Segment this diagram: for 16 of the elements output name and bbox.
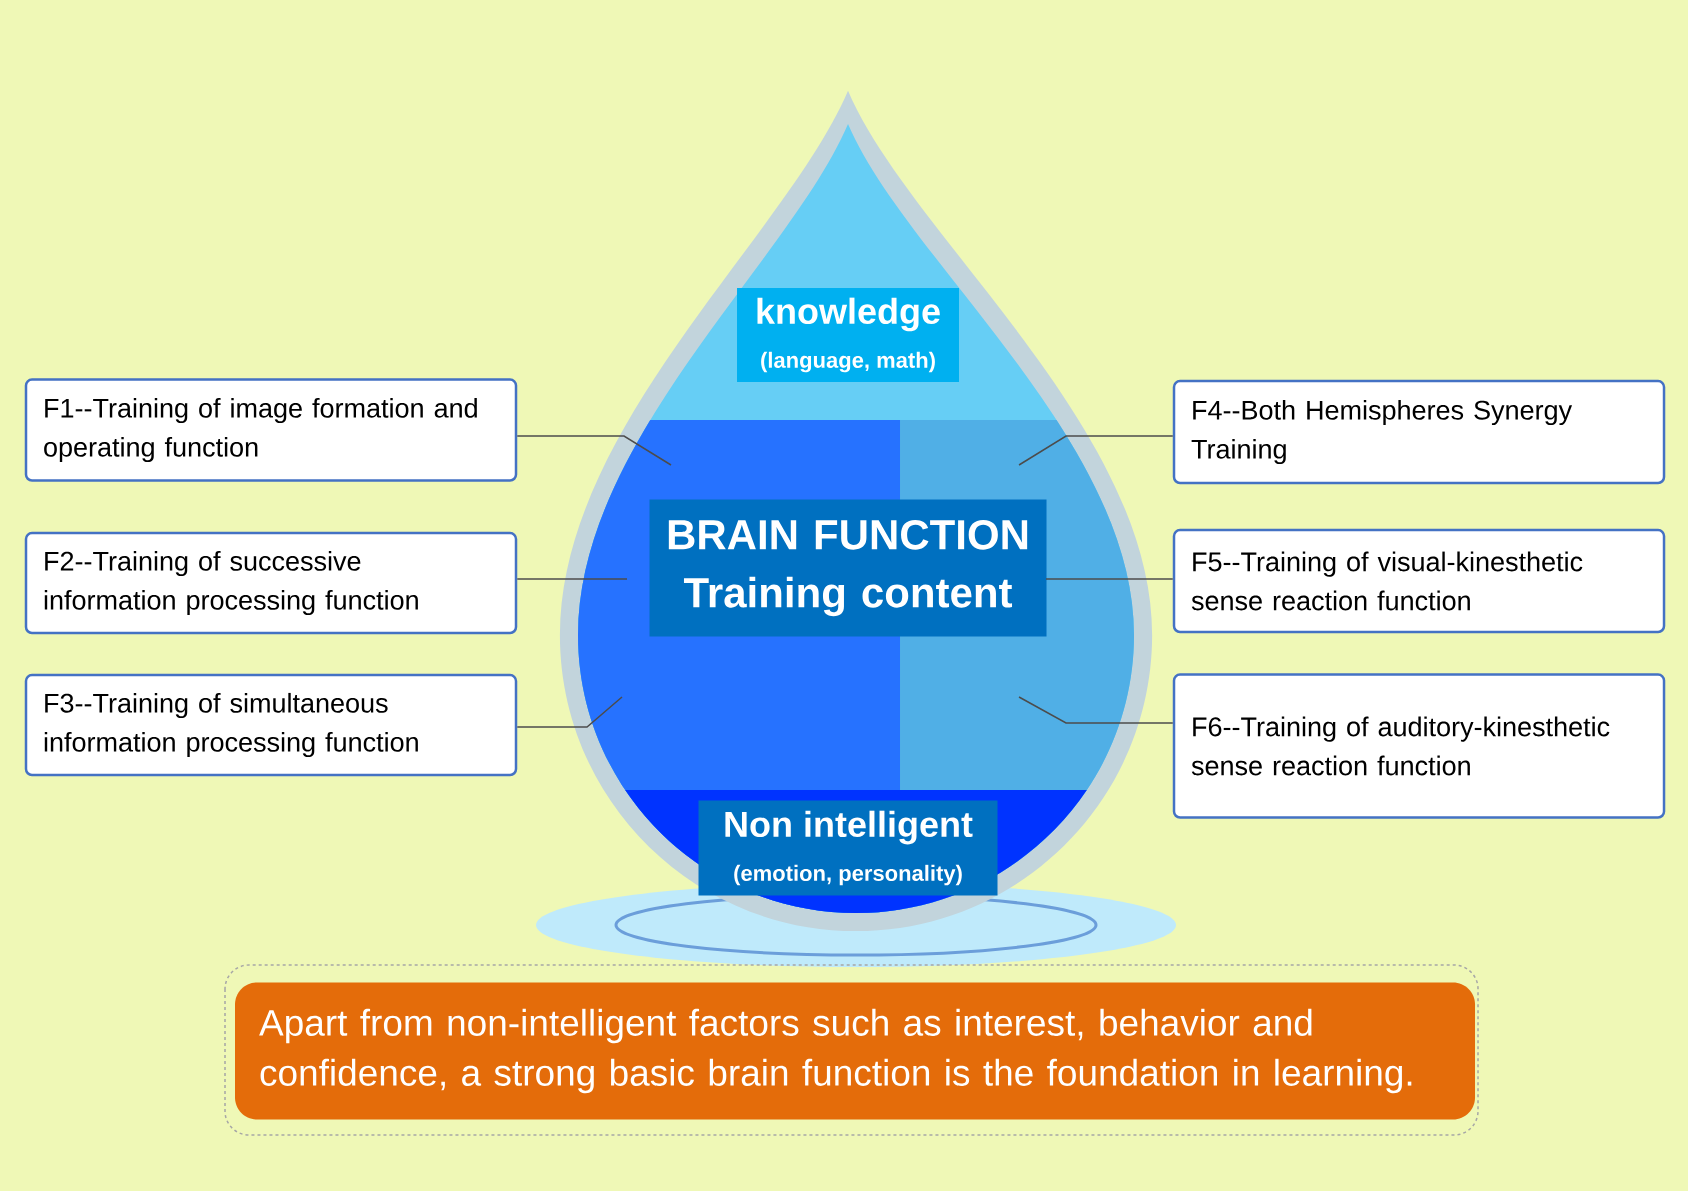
leader-line: [1018, 696, 1174, 724]
leader-line: [516, 696, 623, 728]
label-box: BRAIN FUNCTION Training content: [649, 499, 1047, 637]
function-box: F5--Training of visual-kinesthetic sense reaction function: [1172, 528, 1666, 634]
function-box: F1--Training of image formation and operating function: [24, 378, 518, 482]
function-box: F4--Both Hemispheres Synergy Training: [1172, 379, 1666, 485]
leader-line: [516, 578, 628, 580]
leader-line: [1045, 578, 1174, 580]
function-box: F2--Training of successive information processing function: [24, 531, 518, 635]
function-box: F3--Training of simultaneous information processing function: [24, 673, 518, 777]
function-box: F6--Training of auditory-kinesthetic sense reaction function: [1172, 673, 1666, 819]
leader-line: [516, 435, 672, 466]
note-box: Apart from non-intelligent factors such as interest, behavior and confidence, a strong basic brain function is the foundation in learning.: [235, 982, 1475, 1120]
label-box: Non intelligent (emotion, personality): [698, 800, 998, 896]
label-box: knowledge (language, math): [737, 288, 959, 382]
leader-line: [1018, 435, 1174, 466]
